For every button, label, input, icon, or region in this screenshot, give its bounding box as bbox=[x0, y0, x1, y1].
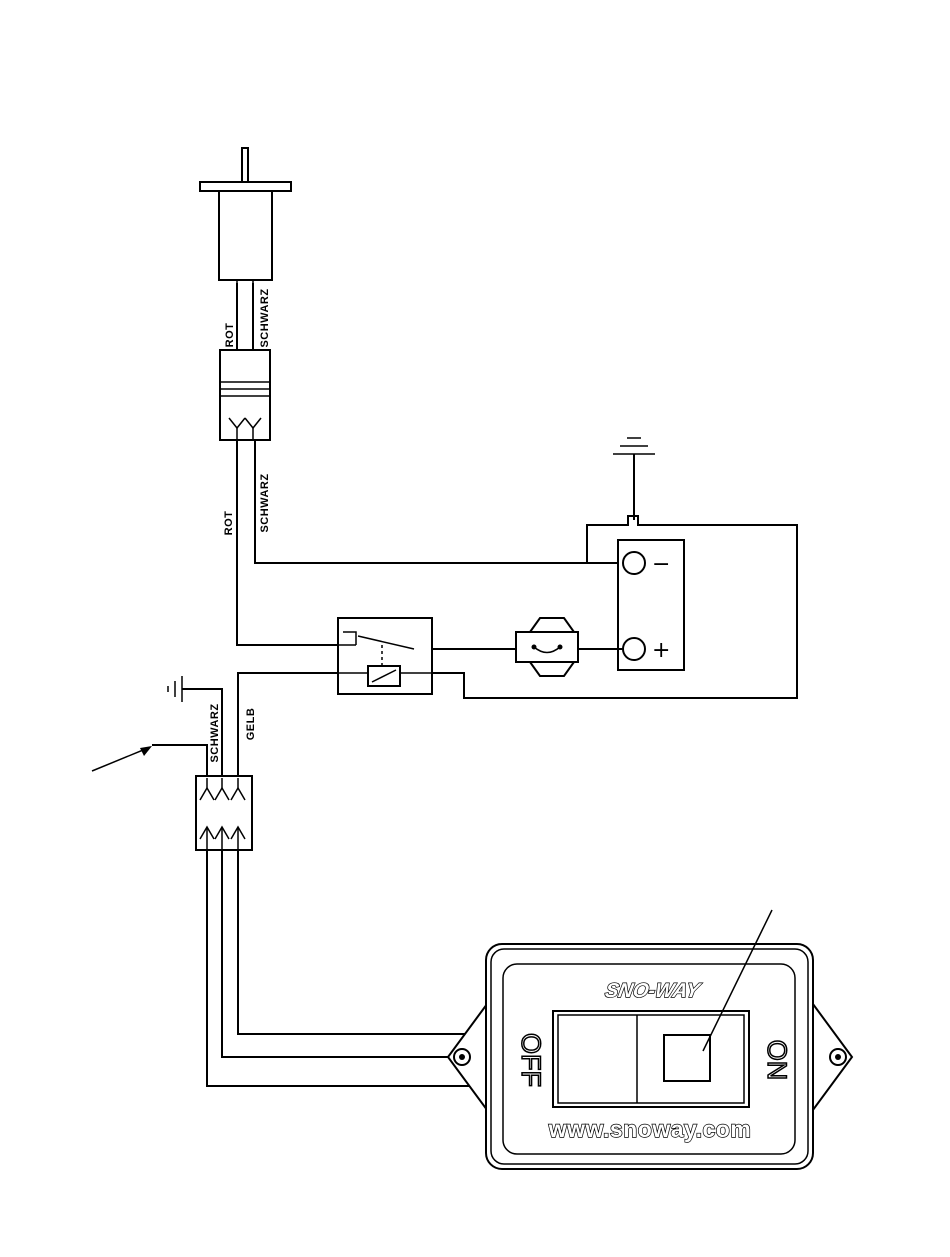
label-lower-black: SCHWARZ bbox=[259, 473, 271, 532]
switch-wires bbox=[207, 850, 490, 1086]
label-control-black: SCHWARZ bbox=[209, 703, 221, 762]
relay bbox=[338, 618, 432, 694]
switch-url: www.snoway.com bbox=[548, 1116, 752, 1142]
battery bbox=[432, 516, 797, 698]
upper-connector bbox=[220, 350, 270, 440]
fuse bbox=[414, 618, 623, 676]
brand-logo: SNO-WAY bbox=[603, 980, 702, 1002]
main-wires bbox=[237, 440, 620, 645]
lower-connector bbox=[196, 776, 252, 850]
pointer-wire bbox=[92, 745, 207, 788]
label-lower-red: ROT bbox=[223, 511, 235, 536]
label-motor-red: ROT bbox=[224, 323, 236, 348]
ground-icon bbox=[613, 438, 655, 520]
label-control-yellow: GELB bbox=[245, 708, 257, 741]
switch-on-label: ON bbox=[762, 1040, 792, 1081]
motor bbox=[200, 148, 291, 292]
battery-positive-symbol: + bbox=[652, 638, 670, 663]
label-motor-black: SCHWARZ bbox=[259, 288, 271, 347]
battery-negative-symbol: − bbox=[652, 552, 670, 577]
switch-off-label: OFF bbox=[516, 1033, 546, 1087]
